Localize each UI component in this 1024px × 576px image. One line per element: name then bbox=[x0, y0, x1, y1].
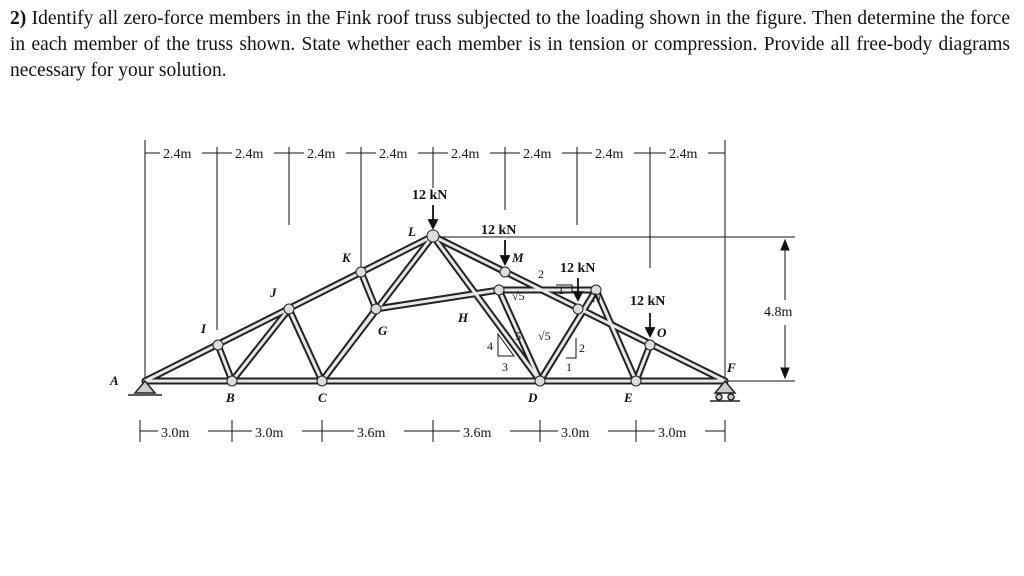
load-m-label: 12 kN bbox=[481, 223, 516, 238]
top-dim-6: 2.4m bbox=[523, 147, 552, 162]
slope-lower-right-1: 1 bbox=[566, 360, 572, 374]
top-dim-4: 2.4m bbox=[379, 147, 408, 162]
bottom-dim-5: 3.0m bbox=[561, 426, 590, 441]
joint-label-i: I bbox=[200, 321, 207, 336]
joint-label-o: O bbox=[657, 325, 667, 340]
slope-upper-2: 2 bbox=[538, 267, 544, 281]
load-arrows bbox=[427, 205, 656, 339]
joint-label-f: F bbox=[726, 360, 736, 375]
slope-lower-right-sqrt5: √5 bbox=[538, 329, 551, 343]
top-dimension-line bbox=[144, 140, 726, 380]
top-dim-7: 2.4m bbox=[595, 147, 624, 162]
top-dimension-labels: 2.4m 2.4m 2.4m 2.4m 2.4m 2.4m 2.4m 2.4m bbox=[160, 144, 708, 162]
bottom-dim-3: 3.6m bbox=[357, 426, 386, 441]
gusset-plates bbox=[212, 229, 656, 387]
joint-label-b: B bbox=[225, 390, 235, 405]
slope-triangle-upper bbox=[556, 284, 573, 292]
joint-label-c: C bbox=[318, 390, 327, 405]
top-dim-5: 2.4m bbox=[451, 147, 480, 162]
joint-label-j: J bbox=[269, 285, 277, 300]
bottom-dimension-line bbox=[139, 420, 726, 442]
top-dim-2: 2.4m bbox=[235, 147, 264, 162]
top-dim-3: 2.4m bbox=[307, 147, 336, 162]
slope-lower-right-2: 2 bbox=[579, 341, 585, 355]
joint-label-e: E bbox=[623, 390, 633, 405]
top-dim-1: 2.4m bbox=[163, 147, 192, 162]
joint-label-d: D bbox=[527, 390, 538, 405]
joint-label-g: G bbox=[378, 323, 388, 338]
bottom-dimension-labels: 3.0m 3.0m 3.6m 3.6m 3.0m 3.0m bbox=[158, 422, 705, 441]
joint-label-l: L bbox=[407, 224, 416, 239]
load-l-label: 12 kN bbox=[412, 188, 447, 203]
slope-upper-sqrt5: √5 bbox=[512, 289, 525, 303]
problem-statement: 2) Identify all zero-force members in th… bbox=[10, 6, 1010, 84]
joint-label-m: M bbox=[511, 250, 524, 265]
problem-number: 2) bbox=[10, 8, 27, 29]
joint-label-n: N bbox=[591, 290, 602, 305]
bottom-dim-4: 3.6m bbox=[463, 426, 492, 441]
slope-triangle-lower-left bbox=[497, 332, 515, 357]
bottom-dim-1: 3.0m bbox=[161, 426, 190, 441]
slope-triangle-lower-right bbox=[566, 338, 577, 359]
top-dim-8: 2.4m bbox=[669, 147, 698, 162]
joint-label-k: K bbox=[341, 250, 352, 265]
joint-label-h: H bbox=[457, 310, 469, 325]
load-n-label: 12 kN bbox=[560, 261, 595, 276]
bottom-dim-6: 3.0m bbox=[658, 426, 687, 441]
slope-lower-left-4: 4 bbox=[487, 339, 493, 353]
support-a-icon bbox=[128, 379, 162, 396]
problem-text: Identify all zero-force members in the F… bbox=[10, 8, 1010, 81]
height-dimension bbox=[433, 236, 795, 382]
height-dim-label: 4.8m bbox=[764, 305, 793, 320]
slope-lower-left-3: 3 bbox=[502, 360, 508, 374]
slope-upper-1: 1 bbox=[558, 283, 564, 297]
support-f-icon bbox=[710, 379, 740, 402]
slope-lower-left-5: 5 bbox=[515, 329, 521, 343]
load-o-label: 12 kN bbox=[630, 294, 665, 309]
bottom-dim-2: 3.0m bbox=[255, 426, 284, 441]
joint-label-a: A bbox=[109, 373, 119, 388]
